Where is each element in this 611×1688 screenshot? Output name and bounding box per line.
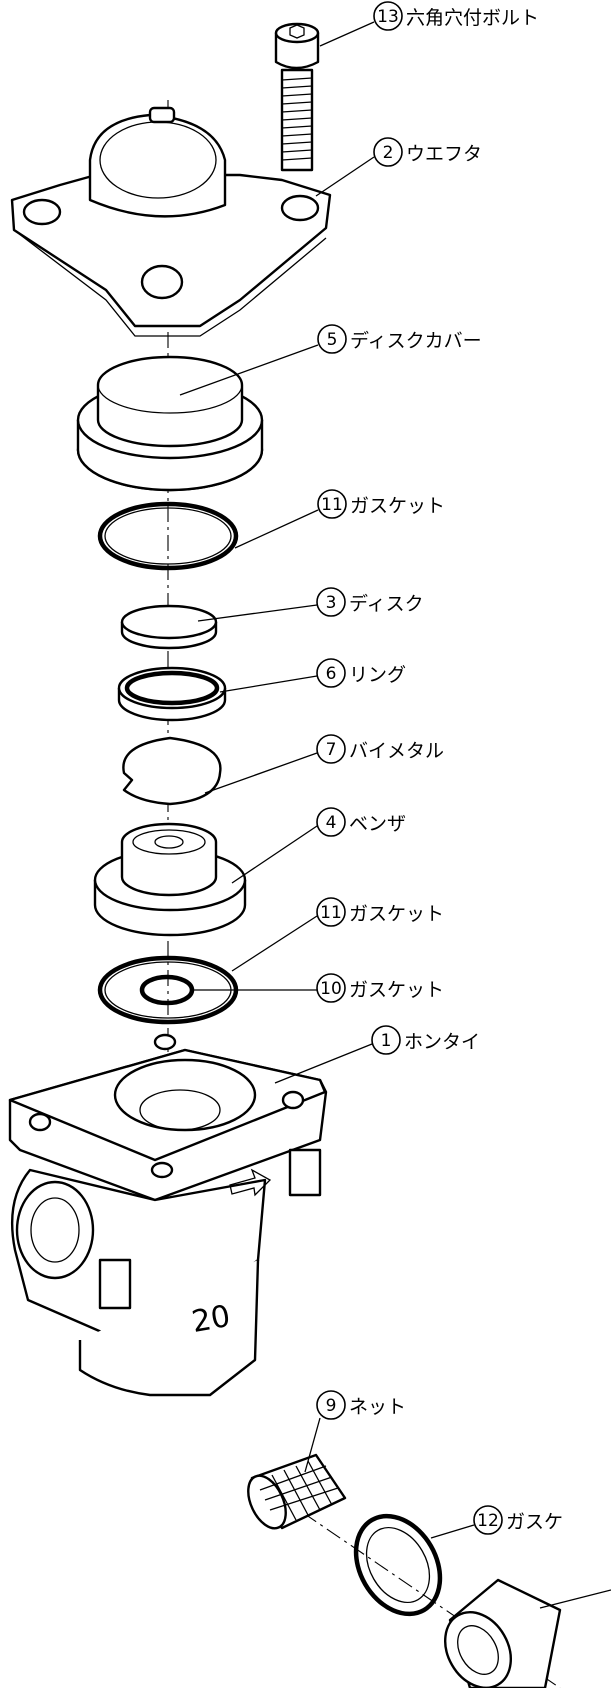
upper-gasket-inner xyxy=(104,507,232,565)
small-gasket xyxy=(139,974,195,1006)
callout-3: 3 ディスク xyxy=(316,587,424,617)
svg-text:ホンタイ: ホンタイ xyxy=(404,1031,480,1053)
ring xyxy=(117,666,227,722)
upper-cover xyxy=(10,106,332,337)
svg-text:ディスク: ディスク xyxy=(349,593,424,615)
svg-text:バイメタル: バイメタル xyxy=(349,740,444,762)
disc xyxy=(120,604,218,650)
svg-text:リング: リング xyxy=(349,664,406,686)
callout-12: 12 ガスケ xyxy=(473,1505,563,1535)
outlet-gasket xyxy=(353,1513,443,1617)
hex-socket-bolt xyxy=(274,22,320,172)
callout-9: 9 ネット xyxy=(316,1390,406,1420)
callout-13: 13 六角穴付ボルト xyxy=(373,1,539,31)
svg-text:12: 12 xyxy=(477,1511,499,1531)
svg-text:4: 4 xyxy=(326,813,337,833)
svg-text:11: 11 xyxy=(321,495,343,515)
svg-text:ガスケ: ガスケ xyxy=(506,1511,563,1533)
svg-text:1: 1 xyxy=(381,1031,392,1051)
callout-1: 1 ホンタイ xyxy=(371,1025,480,1055)
callout-7: 7 バイメタル xyxy=(316,734,444,764)
svg-text:6: 6 xyxy=(326,664,337,684)
svg-text:六角穴付ボルト: 六角穴付ボルト xyxy=(406,7,539,29)
svg-text:10: 10 xyxy=(320,979,342,999)
svg-text:ガスケット: ガスケット xyxy=(350,495,445,517)
callout-2: 2 ウエフタ xyxy=(373,137,482,167)
callout-11-lower: 11 ガスケット xyxy=(316,897,444,927)
callout-5: 5 ディスクカバー xyxy=(317,324,482,354)
disc-cover xyxy=(76,355,264,492)
svg-text:ガスケット: ガスケット xyxy=(349,903,444,925)
bimetal xyxy=(122,736,222,806)
svg-text:11: 11 xyxy=(320,903,342,923)
strainer-net xyxy=(247,1453,347,1530)
callout-10: 10 ガスケット xyxy=(316,973,444,1003)
svg-text:ウエフタ: ウエフタ xyxy=(406,143,482,165)
body-size-marking: 20 xyxy=(189,1299,233,1340)
callout-6: 6 リング xyxy=(316,658,406,688)
callout-11-upper: 11 ガスケット xyxy=(317,489,445,519)
seat xyxy=(93,822,247,937)
svg-text:ベンザ: ベンザ xyxy=(349,813,406,835)
svg-text:5: 5 xyxy=(327,330,338,350)
svg-text:13: 13 xyxy=(377,7,399,27)
valve-body xyxy=(8,1033,328,1397)
svg-text:3: 3 xyxy=(326,593,337,613)
svg-text:ガスケット: ガスケット xyxy=(349,979,444,1001)
leader-lines xyxy=(179,21,611,1609)
svg-text:2: 2 xyxy=(383,143,394,163)
svg-text:ネット: ネット xyxy=(349,1396,406,1418)
upper-gasket-ring xyxy=(97,501,239,571)
svg-text:7: 7 xyxy=(326,740,337,760)
callout-4: 4 ベンザ xyxy=(316,807,406,837)
svg-text:ディスクカバー: ディスクカバー xyxy=(350,330,482,352)
svg-text:9: 9 xyxy=(326,1396,337,1416)
outlet-plug xyxy=(444,1578,562,1688)
outlet-gasket-inner xyxy=(365,1526,431,1604)
